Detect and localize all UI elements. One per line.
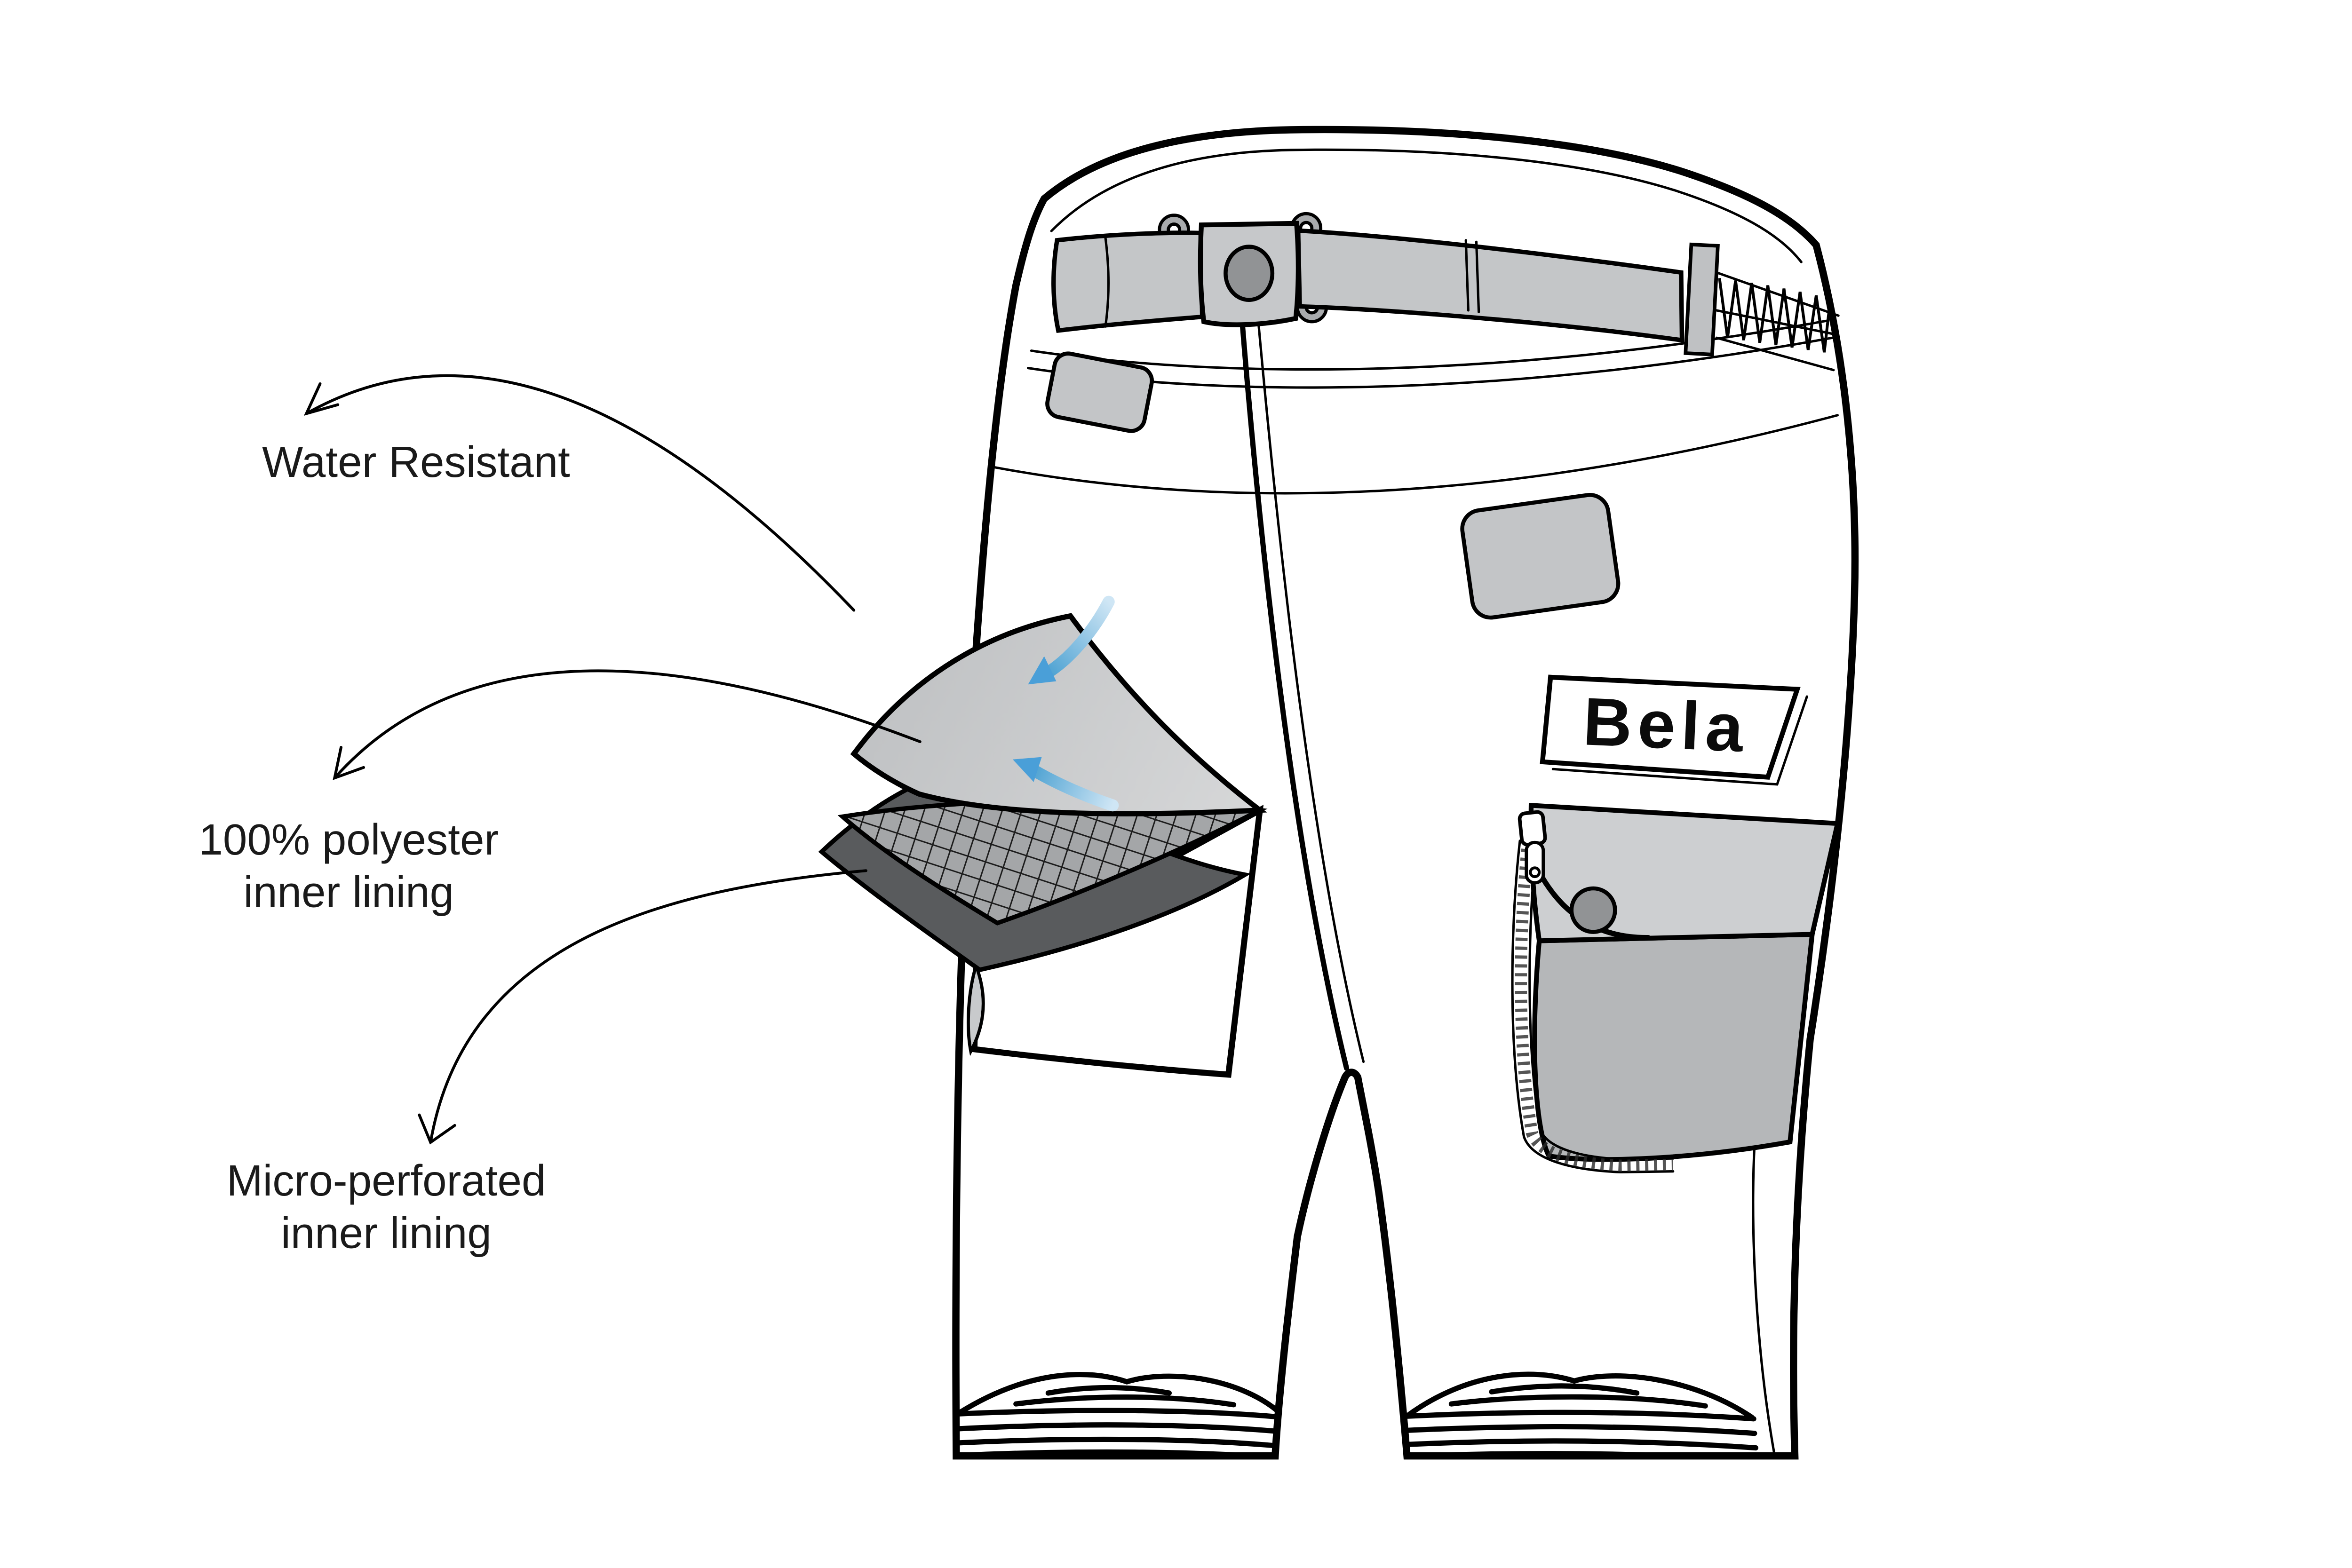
belt-buckle-button <box>1224 245 1275 302</box>
right-hip-patch <box>1460 493 1621 620</box>
brand-patch-offset-outline <box>1551 695 1808 786</box>
waistband-inner-line <box>1050 148 1803 263</box>
label-micro-perforated-line1: Micro-perforated <box>227 1156 546 1205</box>
pocket-zipper-outer-line <box>1511 839 1675 1173</box>
annotation-arrowhead <box>418 1113 456 1145</box>
pocket-zipper-inner-line <box>1528 839 1675 1161</box>
label-polyester-line2: inner lining <box>244 867 454 916</box>
annotation-arrow-water-resistant <box>305 374 856 612</box>
label-water-resistant: Water Resistant <box>262 437 570 486</box>
right-knee-ribbing <box>1395 1371 1759 1456</box>
fly-stitch-line <box>1257 324 1365 1063</box>
waist-zipper-teeth <box>1718 278 1832 353</box>
annotation-arrowhead <box>333 746 366 780</box>
belt-strap-right <box>1295 228 1685 343</box>
left-hip-patch <box>1045 351 1154 433</box>
water-resistant-layer <box>850 613 1267 816</box>
pocket-zipper-teeth <box>1515 839 1673 1172</box>
waist-zipper-tab <box>1684 242 1720 356</box>
annotations: Water Resistant 100% polyester inner lin… <box>199 374 922 1257</box>
trousers-silhouette <box>952 126 1859 1460</box>
waist-zipper-center-line <box>1715 309 1834 335</box>
left-knee-ribbing <box>954 1371 1289 1456</box>
waist-zipper-band-bottom <box>1715 336 1835 372</box>
fly-seam <box>1240 323 1350 1071</box>
label-polyester-line1: 100% polyester <box>199 815 499 864</box>
trousers-illustration: Bela <box>952 126 1859 1460</box>
right-leg-side-seam <box>1752 1142 1776 1457</box>
label-micro-perforated-line2: inner lining <box>281 1208 492 1257</box>
knee-panel-lining-sliver <box>967 960 985 1056</box>
annotation-micro-perforated: Micro-perforated inner lining <box>227 869 867 1257</box>
water-droplet-arrow-top <box>1028 595 1115 685</box>
fabric-layers-callout <box>818 595 1268 1078</box>
cargo-pocket <box>1511 802 1841 1173</box>
belt-strap-left <box>1051 230 1205 333</box>
annotation-polyester-lining: 100% polyester inner lining <box>199 669 922 916</box>
water-droplet-arrow-bottom <box>1012 757 1119 812</box>
belt <box>1051 212 1685 343</box>
hip-yoke-seam <box>990 414 1839 495</box>
waist-zipper <box>1684 242 1840 372</box>
annotation-water-resistant: Water Resistant <box>262 374 856 612</box>
pocket-snap-button <box>1569 886 1617 934</box>
pocket-zipper-pull-hole <box>1529 866 1541 879</box>
brand-patch: Bela <box>1540 674 1808 786</box>
annotation-arrow-micro-perforated <box>429 869 867 1144</box>
belt-keeper-line <box>1464 239 1480 313</box>
annotation-arrowhead <box>303 382 340 416</box>
pocket-zipper-slider <box>1518 810 1547 847</box>
brand-patch-outline <box>1540 674 1801 780</box>
annotation-arrow-polyester <box>333 669 922 780</box>
brand-logo-text: Bela <box>1581 683 1750 766</box>
pocket-body <box>1532 932 1815 1162</box>
belt-strap-left-fold <box>1104 237 1110 328</box>
